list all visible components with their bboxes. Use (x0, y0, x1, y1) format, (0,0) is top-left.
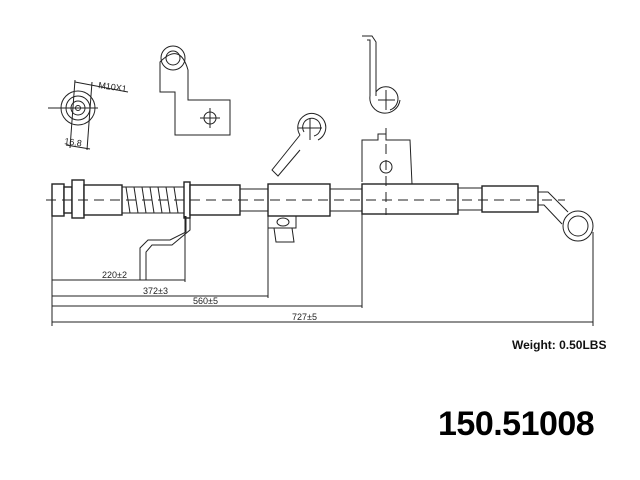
bracket-detail-1 (159, 45, 231, 136)
dimension-560: 560±5 (193, 296, 218, 306)
dimension-727: 727±5 (292, 312, 317, 322)
dimension-220: 220±2 (102, 270, 127, 280)
fitting-size-label: 16.8 (64, 136, 83, 148)
dimension-372: 372±3 (143, 286, 168, 296)
clip-detail (271, 112, 327, 177)
weight-label: Weight: 0.50LBS (512, 338, 607, 352)
thread-label: M10X1 (98, 80, 128, 94)
fitting-end-view: M10X1 16.8 (48, 79, 129, 151)
dimension-lines: 220±2 372±3 560±5 727±5 (51, 214, 594, 326)
part-number: 150.51008 (438, 405, 595, 443)
bracket-detail-2 (362, 35, 401, 114)
hose-assembly (46, 128, 594, 280)
